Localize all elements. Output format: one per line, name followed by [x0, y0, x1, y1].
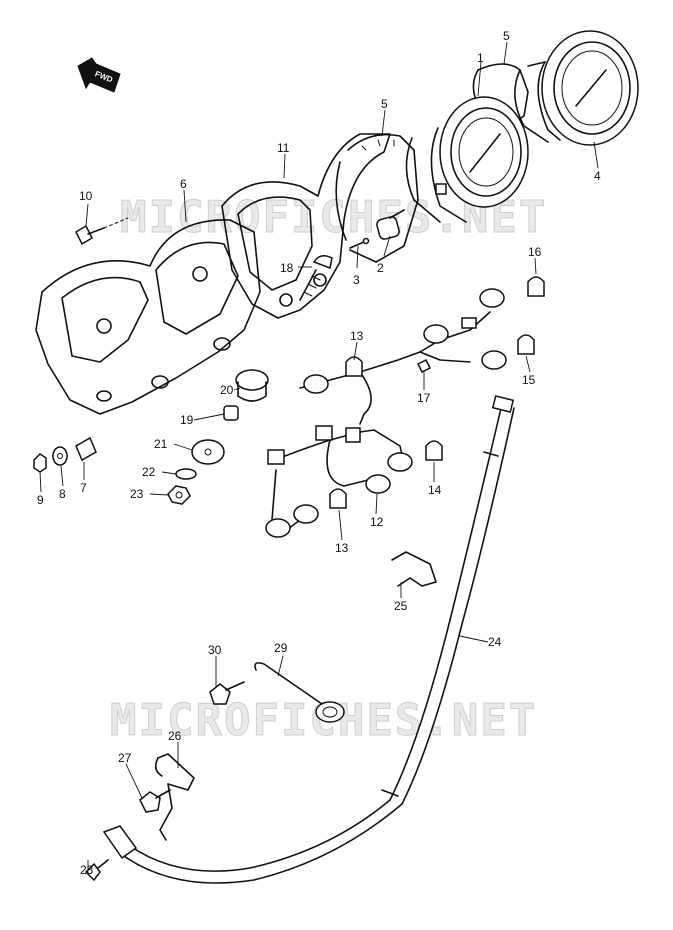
speedometer-cable-part — [102, 395, 515, 884]
callout-18: 18 — [280, 261, 294, 275]
nut-part-9 — [33, 453, 47, 473]
callout-13-upper: 13 — [350, 329, 364, 343]
grommet-part-20 — [235, 369, 269, 402]
callout-3: 3 — [353, 273, 360, 287]
washer-part-22 — [175, 468, 197, 480]
callout-25: 25 — [394, 599, 408, 613]
callout-27: 27 — [118, 751, 132, 765]
screw-part-28 — [84, 859, 109, 882]
callout-2: 2 — [377, 261, 384, 275]
cable-guide-part-29 — [254, 662, 345, 723]
callout-24: 24 — [488, 635, 502, 649]
callout-16: 16 — [528, 245, 542, 259]
callout-28: 28 — [80, 863, 94, 877]
callout-9: 9 — [37, 493, 44, 507]
cable-guide-part-26 — [154, 753, 195, 841]
callout-13-lower: 13 — [335, 541, 349, 555]
callout-12: 12 — [370, 515, 384, 529]
bulb-part-15 — [517, 334, 535, 355]
callout-20: 20 — [220, 383, 234, 397]
callout-15: 15 — [522, 373, 536, 387]
callout-19: 19 — [180, 413, 194, 427]
callouts: 1 2 3 4 5 5 6 7 8 9 10 11 12 13 13 14 15… — [37, 29, 601, 877]
leader-lines — [39, 41, 599, 868]
callout-4: 4 — [594, 169, 601, 183]
clamp-part-25 — [391, 551, 437, 587]
callout-30: 30 — [208, 643, 222, 657]
callout-10: 10 — [79, 189, 93, 203]
callout-29: 29 — [274, 641, 288, 655]
trip-knob-part — [376, 209, 405, 240]
fwd-direction-arrow: FWD — [77, 57, 121, 93]
callout-8: 8 — [59, 487, 66, 501]
washer-part-8 — [52, 446, 68, 466]
bulb-part-16 — [527, 276, 545, 297]
callout-1: 1 — [477, 51, 484, 65]
bulb-part-14 — [425, 440, 443, 461]
screw-part-18 — [299, 255, 333, 301]
callout-21: 21 — [154, 437, 168, 451]
bolt-part-30 — [209, 681, 245, 705]
callout-22: 22 — [142, 465, 156, 479]
cushion-part-7 — [75, 436, 97, 462]
callout-11: 11 — [277, 141, 290, 155]
callout-26: 26 — [168, 729, 182, 743]
callout-5-upper: 5 — [503, 29, 510, 43]
tachometer-part — [514, 30, 639, 146]
meter-housing-part — [35, 219, 261, 415]
collar-part-19 — [223, 405, 239, 421]
screw-part-3 — [349, 237, 370, 249]
callout-17: 17 — [417, 391, 431, 405]
harness-upper-part — [299, 288, 507, 425]
nut-part-23 — [167, 485, 191, 505]
callout-6: 6 — [180, 177, 187, 191]
bulb-part-13-upper — [345, 356, 363, 377]
callout-7: 7 — [80, 481, 87, 495]
meter-panel-part — [221, 133, 391, 319]
bolt-part-10 — [75, 217, 129, 246]
callout-5-lower: 5 — [381, 97, 388, 111]
cushion-part-21 — [191, 439, 225, 465]
callout-14: 14 — [428, 483, 442, 497]
bolt-part-27 — [139, 789, 171, 813]
bulb-part-13-lower — [329, 488, 347, 509]
socket-harness-part-12 — [265, 425, 413, 538]
callout-23: 23 — [130, 487, 144, 501]
screw-part-17 — [416, 358, 432, 374]
